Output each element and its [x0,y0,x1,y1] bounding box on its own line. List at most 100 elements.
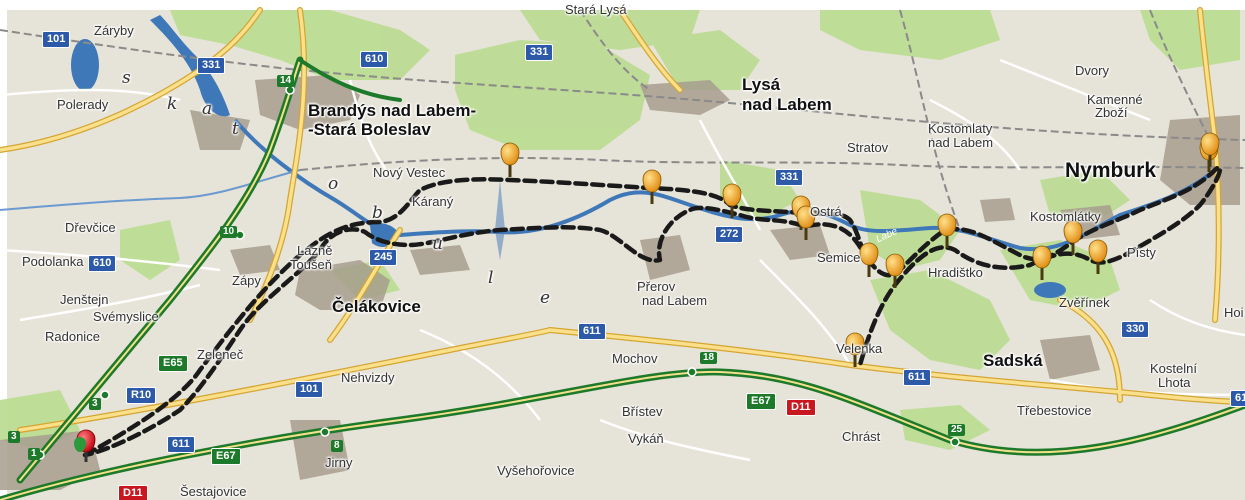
railways [0,9,1245,231]
waypoint-marker [937,213,957,248]
place-label: Podolanka [22,254,84,269]
place-label: Lhota [1158,375,1191,390]
km-marker: 3 [89,398,101,410]
place-label: Přerov [637,279,676,294]
waypoint-markers [500,132,1220,367]
waypoint-marker [859,242,879,277]
place-label: Vykáň [628,431,664,446]
place-label: Chrást [842,429,881,444]
region-letter: e [540,288,551,308]
km-marker: 25 [948,424,966,436]
road-shield: D11 [118,485,148,500]
place-label: Mochov [612,351,658,366]
place-label: nad Labem [928,135,994,150]
place-label: Jirny [325,455,353,470]
road-shield: 331 [197,57,226,74]
waypoint-marker [885,253,905,288]
place-label: Radonice [45,329,100,344]
place-label: Vyšehořovice [497,463,575,478]
city-label: nad Labem [742,95,832,114]
place-label: Kostelní [1150,361,1197,376]
road-shield: 272 [715,226,744,243]
road-shield: 611 [167,436,195,453]
place-label: Nový Vestec [373,165,446,180]
start-marker-green [74,437,86,452]
place-label: Hradištko [928,265,983,280]
region-letter: s [122,68,131,88]
place-label: Břístev [622,404,663,419]
place-label: Nehvizdy [341,370,395,385]
city-label: Čelákovice [332,297,421,316]
place-label: Dvory [1075,63,1109,78]
place-label: Zboží [1095,105,1128,120]
place-label: Záryby [94,23,134,38]
region-letter: b [372,203,383,223]
region-letter: t [232,119,239,139]
place-label: Kostomlaty [928,121,993,136]
place-label: Zvěřínek [1059,295,1110,310]
road-shield: D11 [786,399,816,416]
place-label: Zápy [232,273,261,288]
km-dots [35,85,960,460]
place-label: Semice [817,250,861,265]
waypoint-marker [1032,245,1052,280]
road-shield: 610 [88,255,117,272]
city-label: Sadská [983,351,1043,370]
place-label: Káraný [412,194,454,209]
road-shield: E67 [746,393,776,410]
urban-areas [0,75,1240,490]
white-border-top [0,0,1245,10]
waypoint-marker [796,205,816,240]
place-label: Stará Lysá [565,2,627,17]
road-shield: 101 [295,381,324,398]
road-shield: 331 [775,169,804,186]
road-shield: 330 [1121,321,1150,338]
road-shield: 245 [369,249,398,266]
place-label: Třebestovice [1017,403,1092,418]
road-shield: E65 [158,355,188,372]
place-label: Svémyslice [93,309,159,324]
waypoint-marker [500,142,520,177]
road-shield: E67 [211,448,241,465]
waypoint-marker [722,183,742,218]
place-label: Zeleneč [197,347,244,362]
place-label: Kostomlátky [1030,209,1101,224]
km-marker: 18 [700,352,718,364]
side-river [0,169,301,211]
km-marker: 10 [220,226,238,238]
road-shield: 101 [42,31,71,48]
city-label: Nymburk [1065,159,1157,182]
place-label: Toušeň [290,257,332,272]
place-label: Stratov [847,140,889,155]
waypoint-marker [1063,220,1083,255]
region-letter: l [488,268,494,288]
region-letter: o [328,174,339,194]
place-label: Ostrá [810,204,842,219]
place-label: Písty [1127,245,1156,260]
place-label: Polerady [57,97,109,112]
place-label: nad Labem [642,293,708,308]
place-label: Velenka [836,341,883,356]
route-line [82,165,1223,458]
km-marker: 8 [331,440,343,452]
city-label: Brandýs nad Labem- [308,101,477,120]
road-shield: 611 [578,323,606,340]
primary-roads-fill [0,8,1245,432]
waypoint-marker [642,169,662,204]
road-shield: 611 [903,369,931,386]
km-marker: 3 [8,431,20,443]
place-label: Šestajovice [180,484,247,499]
forests [0,10,1240,450]
highways [0,56,1245,500]
city-label: -Stará Boleslav [308,120,431,139]
road-shield: 610 [360,51,389,68]
km-marker: 1 [28,448,40,460]
km-marker: 14 [277,75,295,87]
waypoint-marker [845,332,865,367]
place-label: Hoi [1224,305,1244,320]
region-letter: u [432,234,443,254]
waypoint-marker [1200,132,1220,167]
place-label: Jenštejn [60,292,109,307]
